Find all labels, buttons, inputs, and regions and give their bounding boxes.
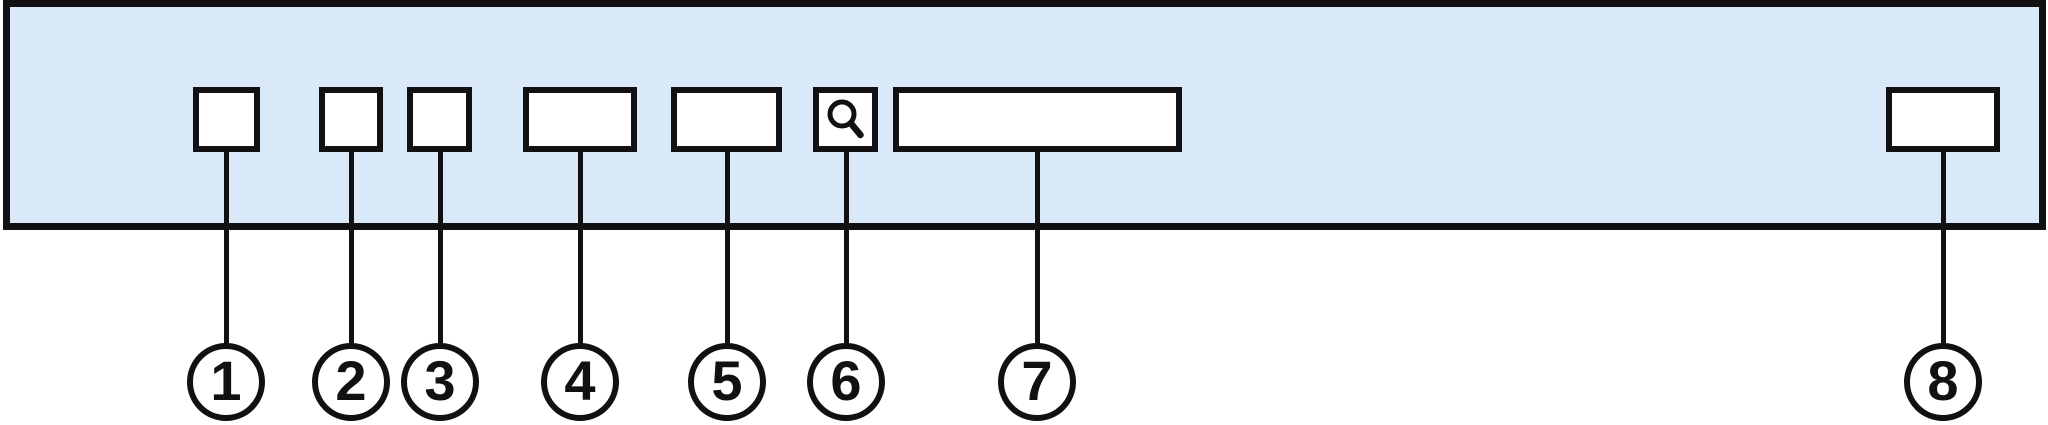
toolbar-item-8[interactable] (1886, 87, 2000, 152)
callout-line-1 (224, 150, 229, 346)
callout-badge-7: 7 (998, 343, 1076, 421)
callout-line-4 (578, 150, 583, 346)
callout-badge-4: 4 (541, 343, 619, 421)
toolbar-item-2[interactable] (319, 87, 383, 152)
callout-line-7 (1035, 150, 1040, 346)
toolbar-item-1[interactable] (193, 87, 260, 152)
callout-badge-3: 3 (401, 343, 479, 421)
toolbar-item-5[interactable] (671, 87, 782, 152)
callout-line-2 (349, 150, 354, 346)
callout-badge-2: 2 (312, 343, 390, 421)
magnifier-icon (823, 97, 869, 143)
callout-line-8 (1941, 150, 1946, 346)
callout-line-5 (725, 150, 730, 346)
callout-line-6 (844, 150, 849, 346)
callout-badge-8: 8 (1904, 343, 1982, 421)
callout-badge-6: 6 (807, 343, 885, 421)
toolbar-item-6-search-button[interactable] (813, 87, 878, 152)
toolbar-item-4[interactable] (523, 87, 637, 152)
callout-badge-5: 5 (688, 343, 766, 421)
toolbar-item-3[interactable] (407, 87, 472, 152)
callout-badge-1: 1 (187, 343, 265, 421)
toolbar-item-7-long-field[interactable] (893, 87, 1182, 152)
callout-line-3 (438, 150, 443, 346)
